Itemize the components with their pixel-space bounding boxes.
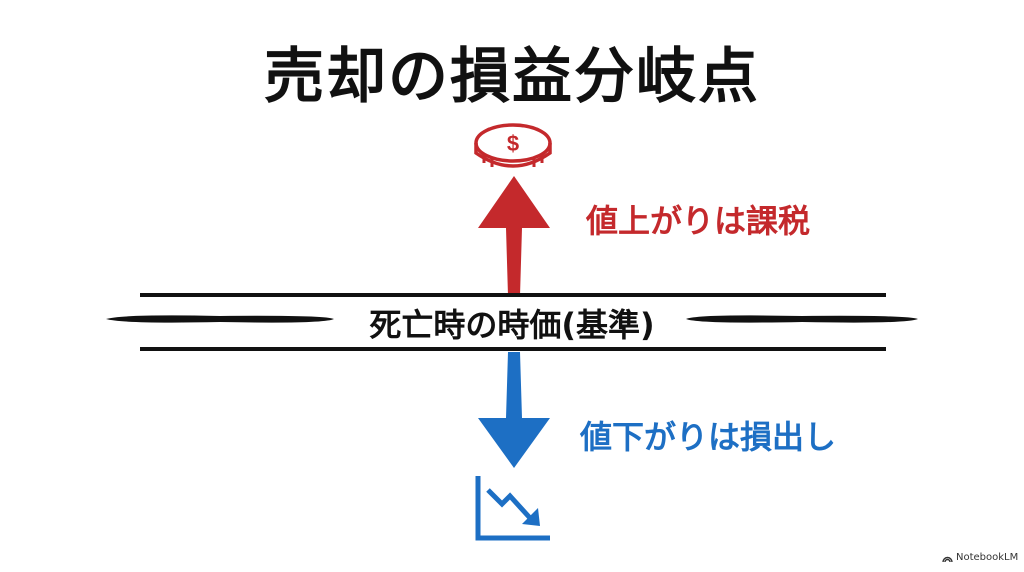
down-arrow-icon <box>478 352 550 468</box>
gain-label: 値上がりは課税 <box>586 202 811 240</box>
trend-down-chart-icon <box>475 476 550 541</box>
svg-text:$: $ <box>507 131 519 156</box>
notebooklm-logo-icon <box>942 556 953 562</box>
brand-watermark: NotebookLM <box>942 552 1018 563</box>
loss-label: 値下がりは損出し <box>580 418 837 456</box>
page-title: 売却の損益分岐点 <box>264 42 760 112</box>
baseline-label: 死亡時の時価(基準) <box>369 306 655 344</box>
up-arrow-icon <box>478 176 550 296</box>
baseline-bottom-rule <box>140 347 886 351</box>
brush-stroke-left <box>106 315 334 323</box>
dollar-coin-icon: $ <box>474 123 552 168</box>
brush-stroke-right <box>686 315 918 323</box>
baseline-top-rule <box>140 293 886 297</box>
brand-label: NotebookLM <box>956 552 1019 563</box>
